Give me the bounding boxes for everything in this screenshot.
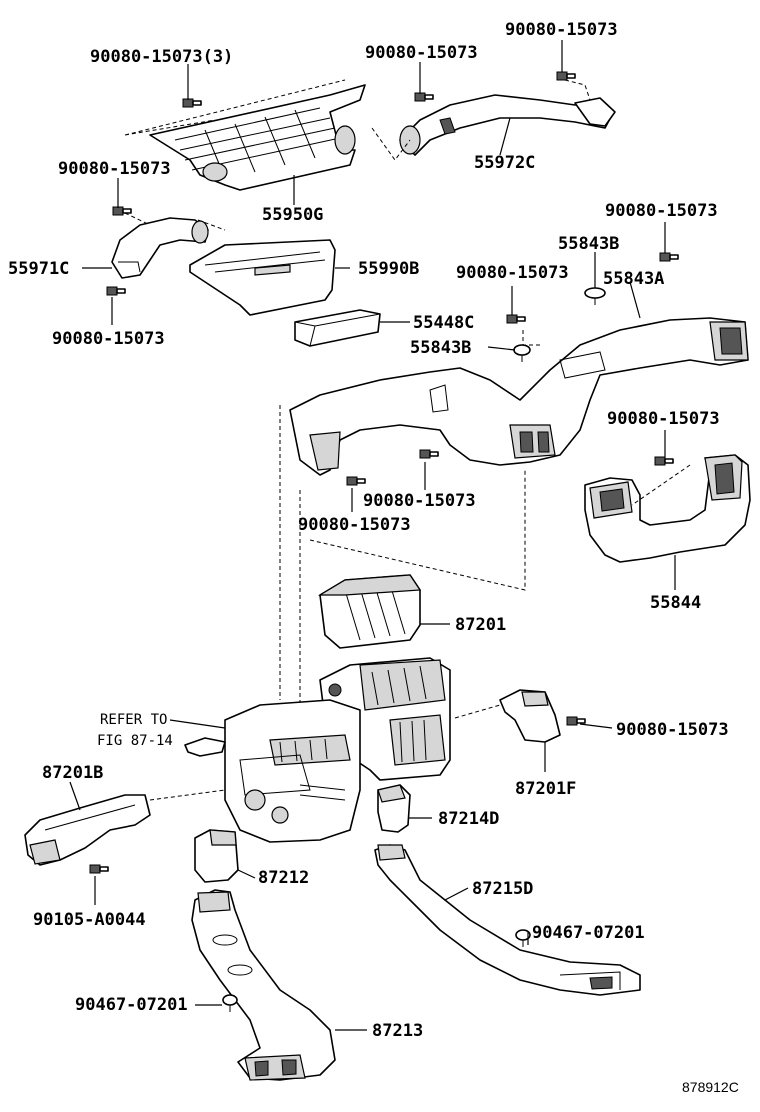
label-panel-55990b: 55990B — [358, 259, 419, 279]
label-refer-to: REFER TO — [100, 712, 167, 728]
label-bolt-top-left: 90080-15073(3) — [90, 47, 233, 67]
bolt-icon — [419, 449, 439, 459]
label-clip-90467-left: 90467-07201 — [75, 995, 188, 1015]
leader-lines — [69, 40, 676, 1031]
callout-labels: 90080-15073(3) 90080-15073 90080-15073 5… — [8, 20, 739, 1095]
label-bolt-top-right: 90080-15073 — [505, 20, 618, 40]
bolt-icon — [414, 92, 434, 102]
duct-87201f-shape — [499, 689, 561, 743]
label-bolt-87201f: 90080-15073 — [616, 720, 729, 740]
duct-55971c-shape — [111, 217, 209, 279]
label-bolt-right-mid: 90080-15073 — [607, 409, 720, 429]
duct-55844-shape — [584, 454, 751, 563]
label-duct-55972c: 55972C — [474, 153, 535, 173]
duct-87213-shape — [191, 889, 336, 1081]
bolt-icon — [506, 314, 526, 324]
duct-55843a-shape — [289, 317, 749, 476]
panel-55990b-shape — [189, 239, 336, 316]
bolt-icon — [182, 98, 202, 108]
bolt-icon — [654, 456, 674, 466]
clip-icon — [513, 344, 531, 362]
label-filter-55448c: 55448C — [413, 313, 474, 333]
label-duct-55971c: 55971C — [8, 259, 69, 279]
filter-55448c-shape — [294, 309, 381, 347]
bolt-icon — [106, 286, 126, 296]
label-duct-87215d: 87215D — [472, 879, 533, 899]
label-part-87214d: 87214D — [438, 809, 499, 829]
label-refer-fig: FIG 87-14 — [97, 733, 173, 749]
label-clip-55843b-upper: 55843B — [558, 234, 619, 254]
cover-55950g-shape — [149, 84, 366, 191]
label-part-87212: 87212 — [258, 868, 309, 888]
label-screw-90105: 90105-A0044 — [33, 910, 146, 930]
label-bolt-center-lower-1: 90080-15073 — [363, 491, 476, 511]
bolt-icon — [556, 71, 576, 81]
case-87201-shape — [317, 574, 422, 649]
duct-55972c-shape — [399, 94, 616, 156]
hvac-unit-shape — [184, 657, 451, 843]
bolt-icon — [346, 476, 366, 486]
label-duct-55843a: 55843A — [603, 269, 664, 289]
clip-icon — [515, 929, 531, 947]
label-duct-87213: 87213 — [372, 1021, 423, 1041]
label-duct-87201b: 87201B — [42, 763, 103, 783]
diagram-reference-id: 878912C — [682, 1079, 739, 1095]
label-bolt-mid-center: 90080-15073 — [456, 263, 569, 283]
label-bolt-center-lower-2: 90080-15073 — [298, 515, 411, 535]
label-clip-90467-right: 90467-07201 — [532, 923, 645, 943]
label-bolt-left-upper: 90080-15073 — [58, 159, 171, 179]
label-cover-55950g: 55950G — [262, 205, 323, 225]
bolt-icon — [566, 716, 586, 726]
label-bolt-right-upper: 90080-15073 — [605, 201, 718, 221]
label-duct-55844: 55844 — [650, 593, 701, 613]
clip-icon — [584, 287, 606, 305]
label-clip-55843b-lower: 55843B — [410, 338, 471, 358]
duct-87215d-shape — [374, 844, 641, 996]
clip-icon — [222, 994, 238, 1012]
label-bolt-top-mid: 90080-15073 — [365, 43, 478, 63]
bolt-icon — [659, 252, 679, 262]
part-87214d-shape — [377, 784, 411, 833]
label-duct-87201f: 87201F — [515, 779, 576, 799]
label-case-87201: 87201 — [455, 615, 506, 635]
bolt-icon — [89, 864, 109, 874]
duct-87201b-shape — [24, 794, 151, 866]
bolt-icon — [112, 206, 132, 216]
part-87212-shape — [194, 829, 239, 883]
label-bolt-left-lower: 90080-15073 — [52, 329, 165, 349]
